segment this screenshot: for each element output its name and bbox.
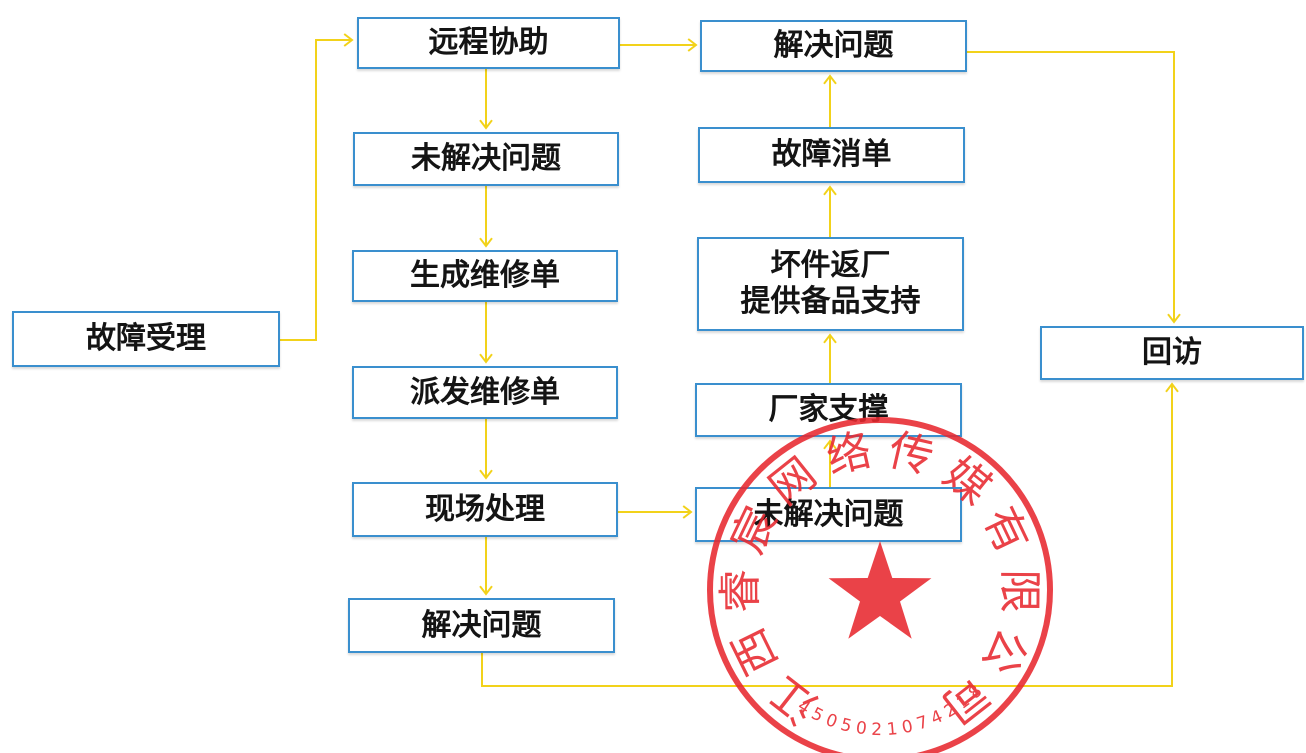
connector-vendor-to-return-arrowhead — [823, 333, 837, 344]
node-unresolved-right: 未解决问题 — [695, 487, 962, 542]
connector-remote-to-unresolved-arrowhead — [479, 119, 493, 130]
connector-resolved-top-to-revisit — [967, 51, 1175, 322]
connector-return-to-close-arrowhead — [823, 185, 837, 196]
connector-resolved-bottom-to-revisit-arrowhead — [1165, 382, 1179, 393]
connector-resolved-top-to-revisit-arrowhead — [1167, 313, 1181, 324]
node-return-spare: 坏件返厂 提供备品支持 — [697, 237, 964, 331]
node-revisit: 回访 — [1040, 326, 1304, 380]
node-resolved-bottom: 解决问题 — [348, 598, 615, 653]
connector-unresolved-to-generate-arrowhead — [479, 237, 493, 248]
connector-remote-to-resolved-top-arrowhead — [687, 38, 698, 52]
connector-acceptance-to-remote-arrowhead — [343, 33, 354, 47]
node-remote-assist: 远程协助 — [357, 17, 620, 69]
node-fault-acceptance: 故障受理 — [12, 311, 280, 367]
connector-onsite-to-resolved-arrowhead — [479, 585, 493, 596]
node-resolved-top: 解决问题 — [700, 20, 967, 72]
node-generate-order: 生成维修单 — [352, 250, 618, 302]
connector-generate-to-dispatch-arrowhead — [479, 353, 493, 364]
node-fault-close: 故障消单 — [698, 127, 965, 183]
connector-acceptance-to-remote — [280, 39, 352, 341]
connector-close-to-resolved-top-arrowhead — [823, 74, 837, 85]
node-unresolved-left: 未解决问题 — [353, 132, 619, 186]
connector-dispatch-to-onsite-arrowhead — [479, 469, 493, 480]
node-dispatch-order: 派发维修单 — [352, 366, 618, 419]
node-onsite: 现场处理 — [352, 482, 618, 537]
node-vendor-support: 厂家支撑 — [695, 383, 962, 437]
connector-onsite-to-unresolved-right-arrowhead — [682, 505, 693, 519]
